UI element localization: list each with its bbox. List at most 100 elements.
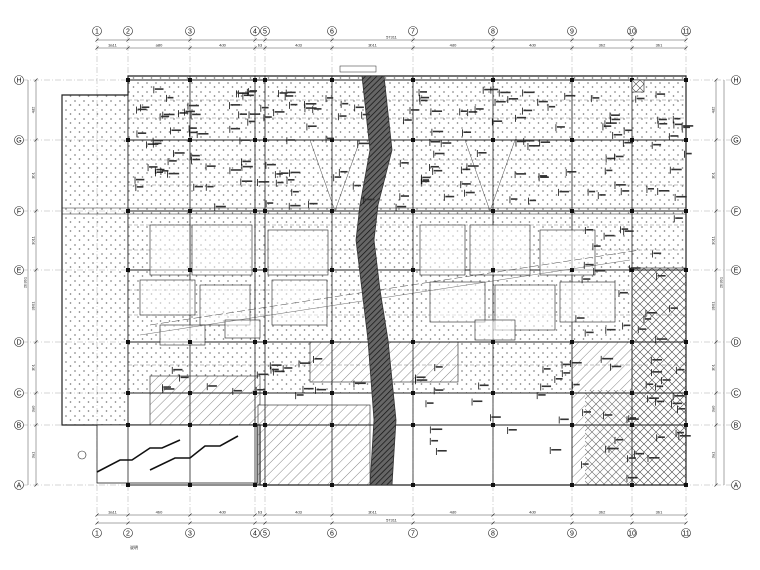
rebar-tag-label-238	[628, 418, 639, 420]
bottom-total-tick-10	[684, 521, 688, 525]
rebar-tag-label-164	[677, 368, 685, 371]
column-4-0	[330, 78, 334, 82]
rebar-tag-label-163	[615, 184, 626, 186]
grid-bubble-top-7-circle	[408, 26, 418, 36]
rebar-tag-label-202	[437, 449, 447, 452]
rebar-tag-label-43	[167, 96, 174, 99]
rebar-tag-label-102	[215, 205, 226, 208]
column-5-0	[411, 78, 415, 82]
grid-bubble-bottom-2-circle	[123, 528, 133, 538]
rebar-tag-label-185	[623, 324, 631, 327]
column-5-1	[411, 138, 415, 142]
rebar-tag-label-190	[606, 328, 616, 331]
column-6-4	[491, 340, 495, 344]
rebar-tag-label-76	[491, 88, 499, 91]
rebar-tag-label-247	[677, 431, 684, 434]
rebar-tag-label-1	[192, 113, 201, 116]
column-2-2	[253, 209, 257, 213]
rebar-tag-label-228	[271, 364, 282, 366]
rebar-tag-label-54	[430, 140, 441, 143]
rebar-tag-label-246	[583, 411, 592, 413]
top-dim-3: b3	[258, 43, 263, 48]
grid-bubble-bottom-1: 1	[92, 528, 102, 538]
column-1-7	[188, 483, 192, 487]
column-9-1	[684, 138, 688, 142]
grid-bubble-bottom-9: 9	[567, 528, 577, 538]
rebar-tag-label-33	[243, 94, 254, 97]
rebar-tag-label-166	[657, 274, 666, 277]
rebar-tag-label-132	[622, 190, 630, 192]
rebar-tag-label-59	[683, 125, 694, 127]
room-outline-0	[149, 224, 191, 276]
rebar-tag-label-29	[305, 103, 317, 105]
grid-bubble-right-G-label: G	[733, 137, 738, 144]
rebar-tag-label-109	[136, 186, 144, 188]
column-8-7	[630, 483, 634, 487]
left-dim-2: 3011	[31, 235, 36, 244]
rebar-tag-label-84	[653, 143, 662, 146]
rebar-tag-label-60	[523, 91, 535, 94]
rebar-tag-label-211	[555, 378, 563, 380]
rebar-tag-label-194	[431, 428, 443, 431]
rebar-tag-label-128	[242, 165, 253, 168]
column-1-0	[188, 78, 192, 82]
rebar-tag-label-61	[556, 126, 565, 128]
grid-bubble-left-H: H	[14, 75, 24, 85]
bottom-dim-6: 4d0	[450, 510, 457, 515]
grid-bubble-left-E-circle	[14, 265, 24, 275]
column-1-6	[188, 423, 192, 427]
rebar-tag-label-15	[339, 115, 347, 117]
column-1-3	[188, 268, 192, 272]
rebar-tag-label-235	[674, 395, 685, 397]
grid-bubble-bottom-5: 5	[260, 528, 270, 538]
rebar-tag-label-187	[621, 228, 629, 230]
rebar-tag-label-38	[154, 88, 164, 90]
grid-bubble-left-B: B	[14, 420, 24, 430]
grid-bubble-top-8: 8	[488, 26, 498, 36]
region-left-wing	[61, 94, 129, 426]
grid-bubble-left-G-circle	[14, 135, 24, 145]
grid-bubble-top-4: 4	[250, 26, 260, 36]
grid-bubble-left-E-label: E	[17, 267, 22, 274]
slope-line-a	[149, 249, 641, 326]
grid-bubble-right-H-label: H	[733, 77, 738, 84]
grid-bubble-top-4-circle	[250, 26, 260, 36]
rebar-tag-label-34	[342, 102, 349, 105]
rebar-tag-label-32	[240, 139, 250, 141]
grid-bubble-bottom-8: 8	[488, 528, 498, 538]
rebar-tag-label-19	[230, 127, 241, 130]
bottom-dim-1: 4b0	[156, 510, 163, 515]
rebar-tag-label-117	[354, 184, 361, 187]
grid-bubble-right-A-circle	[731, 480, 741, 490]
rebar-tag-label-226	[300, 362, 311, 364]
left-dim-0: 4d2	[31, 106, 36, 113]
column-4-6	[330, 423, 334, 427]
rebar-tag-label-126	[241, 180, 253, 183]
column-1-4	[188, 340, 192, 344]
rebar-tag-label-122	[156, 171, 163, 173]
rebar-tag-label-45	[161, 115, 170, 118]
rebar-tag-label-245	[606, 447, 614, 450]
structure-layer	[61, 65, 688, 487]
bottom-dim-4: 4d3	[295, 510, 302, 515]
region-diag-a	[149, 375, 261, 426]
grid-bubble-top-5-circle	[260, 26, 270, 36]
grid-bubble-top-10-label: 10	[628, 28, 636, 35]
grid-bubble-top-1-circle	[92, 26, 102, 36]
rebar-tag-label-81	[404, 119, 412, 121]
grid-bubble-top-11-circle	[681, 26, 691, 36]
rebar-tag-label-78	[657, 93, 666, 95]
grid-bubble-bottom-3-label: 3	[188, 530, 192, 537]
column-7-7	[570, 483, 574, 487]
rebar-tag-label-98	[309, 202, 318, 205]
right-dim-4: 3b1	[711, 363, 716, 370]
rebar-tag-label-39	[327, 137, 334, 140]
rebar-tag-label-186	[670, 307, 678, 309]
column-3-5	[263, 391, 267, 395]
grid-bubble-right-D-label: D	[733, 339, 738, 346]
rebar-tag-label-5	[190, 127, 197, 129]
column-3-1	[263, 138, 267, 142]
grid-bubble-bottom-3-circle	[185, 528, 195, 538]
column-1-2	[188, 209, 192, 213]
grid-bubble-right-A: A	[731, 480, 741, 490]
